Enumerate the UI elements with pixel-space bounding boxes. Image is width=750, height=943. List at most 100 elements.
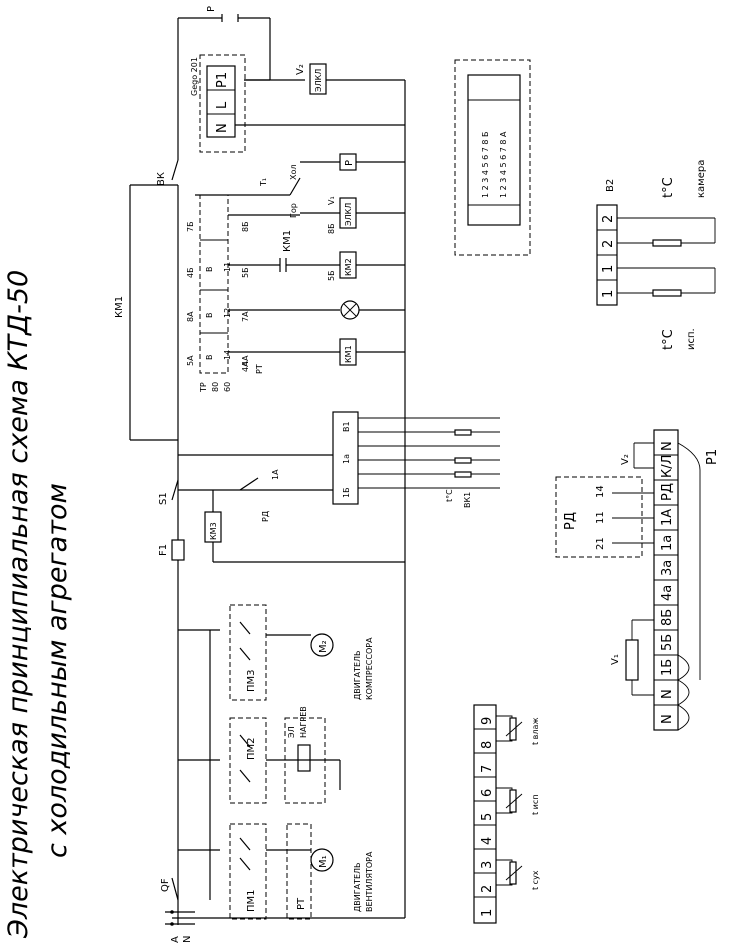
contactor-pm1 [229, 823, 267, 920]
vk1-label: ВК1 [463, 492, 472, 508]
inner-2: 11 [223, 262, 232, 272]
tb-cell-1: N [660, 714, 675, 724]
tb-v2-label: V₂ [620, 454, 631, 465]
inner-1: В [205, 267, 214, 273]
term-1b: 1Б [342, 487, 351, 498]
row-bot-4: 4А [241, 355, 250, 366]
sensor-cell-3: 3 [480, 861, 495, 869]
control-section: P N L P1 Gego 201 ЭЛКЛ V₂ ВК КМ1 T₁ Хол … [114, 6, 500, 563]
connector-row-a: 1 2 3 4 5 6 7 8 А [499, 131, 508, 198]
tb-cell-11: К/Л [660, 455, 675, 478]
phase-a-label: A [170, 936, 181, 943]
diagram-subtitle: с холодильным агрегатом [42, 483, 73, 858]
gego-term-p1: P1 [215, 72, 230, 88]
valve-v2-coil [309, 63, 327, 95]
sensor-cell-7: 7 [480, 765, 495, 773]
heater-label-2: НАГРЕВ [299, 706, 308, 738]
fan-motor [310, 848, 334, 872]
fuse-f1 [171, 539, 185, 561]
fan-label-1: ДВИГАТЕЛЬ [353, 862, 362, 912]
tc-label: t°C [445, 489, 454, 502]
tb-cell-12: N [660, 441, 675, 451]
b2-cell-4: 1 [601, 290, 616, 298]
heater-element [297, 744, 311, 772]
gego-term-n: N [215, 123, 230, 133]
tb-cell-10: РД [660, 483, 675, 501]
b2-label2: исп. [686, 328, 697, 350]
p-box-label: P [344, 160, 355, 166]
row-top-1: 7Б [186, 221, 195, 232]
b2-tc1: t°C [661, 177, 676, 198]
inner-3: В [205, 313, 214, 319]
rt-label: РТ [296, 897, 307, 910]
row-top-2: 4Б [186, 267, 195, 278]
tb-cell-2: N [660, 689, 675, 699]
neutral-label: N [182, 936, 193, 943]
rd-pin-21: 21 [595, 537, 606, 550]
tb-cell-9: 1А [660, 509, 675, 526]
comp-label-1: ДВИГАТЕЛЬ [353, 650, 362, 700]
compressor-motor [310, 633, 334, 657]
rd-pin-11: 11 [595, 511, 606, 524]
b2-cell-3: 1 [601, 265, 616, 273]
term-1a-upper: 1А [271, 469, 280, 480]
p-top-label: P [206, 6, 217, 12]
relay-rt [286, 823, 312, 920]
row-top-3: 8А [186, 311, 195, 322]
heater-label-1: ЭЛ [287, 726, 296, 738]
relay-row-3: 60 [223, 382, 232, 392]
inner-5: В [205, 355, 214, 361]
inner-6: 14 [223, 350, 232, 360]
tb-v1-coil [625, 639, 639, 681]
sensor-cell-2: 2 [480, 885, 495, 893]
km2-label: КМ2 [344, 258, 353, 276]
comp-label-2: КОМПРЕССОРА [365, 637, 374, 700]
relay-row-5: РТ [255, 364, 264, 374]
b2-cell-1: 2 [601, 215, 616, 223]
pm1-label: ПМ1 [246, 889, 257, 912]
sensor-label-3: t влаж [531, 717, 540, 745]
motor-section: ПМ1 РТ M₁ ДВИГАТЕЛЬ ВЕНТИЛЯТОРА ПМ2 ЭЛ Н… [178, 604, 374, 920]
b2-block: 2 2 1 1 В2 t°C камера t°C исп. [596, 160, 716, 350]
pm2-label: ПМ2 [246, 737, 257, 760]
tb-cell-7: 3а [660, 560, 675, 576]
sensor-cell-5: 5 [480, 813, 495, 821]
v1-coil-label: ЭЛКЛ [344, 203, 353, 226]
rd-relay-box [555, 476, 643, 558]
b2-name: В2 [605, 179, 616, 192]
sensor-cell-1: 1 [480, 909, 495, 917]
tb-cell-3: 1Б [660, 659, 675, 676]
t1-label: T₁ [259, 178, 268, 187]
comp-motor-label: M₂ [318, 640, 329, 653]
v1-label: V₁ [327, 196, 336, 205]
tb-p1-label: P1 [705, 449, 720, 465]
diagram-title: Электрическая принципиальная схема КТД-5… [3, 270, 34, 939]
valve-coil-label: ЭЛКЛ [314, 69, 323, 92]
sensor-cell-6: 6 [480, 789, 495, 797]
pm3-label: ПМ3 [246, 669, 257, 692]
sensor-label-2: t исп [531, 794, 540, 815]
km1-coil-label: КМ1 [344, 345, 353, 363]
km1-left-label: КМ1 [114, 296, 125, 318]
contactor-pm2 [229, 717, 267, 804]
row-5b-label: 5Б [327, 270, 336, 281]
term-1a: 1а [342, 454, 351, 464]
rd-pin-14: 14 [595, 485, 606, 498]
relay-row-2: 80 [211, 382, 220, 392]
sensor-cell-9: 9 [480, 717, 495, 725]
tb-v1-label: V₁ [610, 654, 621, 665]
terminal-block: N N 1Б 5Б 8Б 4а 3а 1а 1А РД К/Л N РД 21 … [555, 429, 720, 731]
connector-row-b: 1 2 3 4 5 6 7 8 Б [481, 131, 490, 198]
term-b1: В1 [342, 421, 351, 432]
fuse-label: F1 [158, 544, 169, 556]
tb-cell-6: 4а [660, 585, 675, 601]
row-bot-2: 5Б [241, 267, 250, 278]
vk-label: ВК [156, 172, 167, 186]
b2-cell-2: 2 [601, 240, 616, 248]
rd-label: РД [261, 511, 270, 522]
tb-cell-8: 1а [660, 535, 675, 551]
km3-label: КМ3 [209, 522, 218, 540]
sensor-cell-4: 4 [480, 837, 495, 845]
rd-box-label: РД [563, 512, 578, 530]
